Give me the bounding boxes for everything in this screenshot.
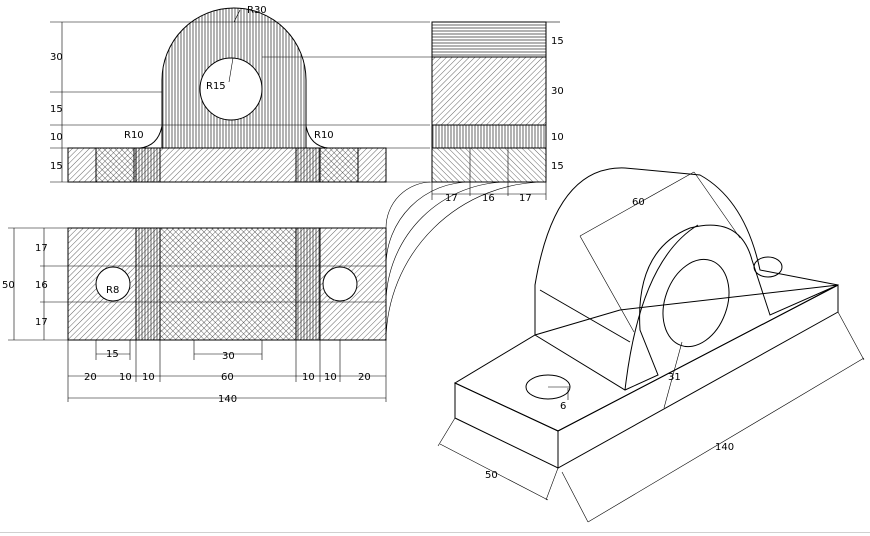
side-bottom-dim-1: 17 — [445, 193, 458, 204]
front-radius-hole: R15 — [206, 81, 226, 92]
front-left-dim-2: 15 — [50, 104, 63, 115]
chain-dim-6: 10 — [324, 372, 337, 383]
side-view: 15 30 10 15 17 16 17 — [431, 21, 564, 204]
iso-upright-back — [534, 167, 839, 335]
chain-dim-1: 20 — [84, 372, 97, 383]
side-top-band — [431, 21, 547, 58]
top-hole-right — [322, 266, 358, 302]
side-right-dim-3: 10 — [551, 132, 564, 143]
chain-dim-5: 10 — [302, 372, 315, 383]
top-left-total: 50 — [2, 280, 15, 291]
side-bottom-dim-2: 16 — [482, 193, 495, 204]
iso-label-arc-radius: 60 — [632, 197, 645, 208]
front-left-dim-1: 30 — [50, 52, 63, 63]
side-base — [431, 147, 547, 183]
top-left-dim-3: 17 — [35, 317, 48, 328]
side-right-dim-1: 15 — [551, 36, 564, 47]
front-view: 30 15 10 15 R30 R15 R10 R10 — [50, 5, 432, 183]
bottom-divider — [0, 532, 870, 533]
iso-hole — [662, 258, 730, 348]
side-right-dim-2: 30 — [551, 86, 564, 97]
side-middle-band — [431, 56, 547, 126]
front-fillet-right — [305, 125, 329, 149]
front-radius-top: R30 — [247, 5, 267, 16]
side-bottom-dim-3: 17 — [519, 193, 532, 204]
iso-base-top — [453, 284, 839, 432]
chain-dim-2: 10 — [119, 372, 132, 383]
top-hole-offset-dim: 15 — [106, 349, 119, 360]
front-radius-fillet-right: R10 — [314, 130, 334, 141]
top-left-dim-2: 16 — [35, 280, 48, 291]
front-hole — [199, 57, 263, 121]
iso-base-side — [557, 284, 839, 469]
front-left-dim-3: 10 — [50, 132, 63, 143]
front-fillet-left — [139, 125, 163, 149]
front-left-dim-4: 15 — [50, 161, 63, 172]
front-radius-fillet-left: R10 — [124, 130, 144, 141]
top-left-dim-1: 17 — [35, 243, 48, 254]
top-center-dim: 30 — [222, 351, 235, 362]
top-hole-label: R8 — [106, 285, 119, 296]
iso-base-front — [454, 382, 559, 469]
iso-upright-front — [534, 224, 839, 391]
iso-label-length: 140 — [715, 442, 734, 453]
top-overall-dim: 140 — [218, 394, 237, 405]
iso-label-hole-height: 31 — [668, 372, 681, 383]
top-hole-left — [95, 266, 131, 302]
iso-label-width: 50 — [485, 470, 498, 481]
chain-dim-3: 10 — [142, 372, 155, 383]
projection-arcs — [385, 181, 547, 341]
isometric-view: 60 31 6 140 50 — [437, 167, 865, 523]
iso-label-small-hole: 6 — [560, 401, 566, 412]
chain-dim-7: 20 — [358, 372, 371, 383]
side-right-dim-4: 15 — [551, 161, 564, 172]
top-view: 17 16 17 50 R8 15 30 20 10 10 60 10 10 2… — [2, 227, 387, 405]
chain-dim-4: 60 — [221, 372, 234, 383]
side-thin-band — [431, 124, 547, 149]
